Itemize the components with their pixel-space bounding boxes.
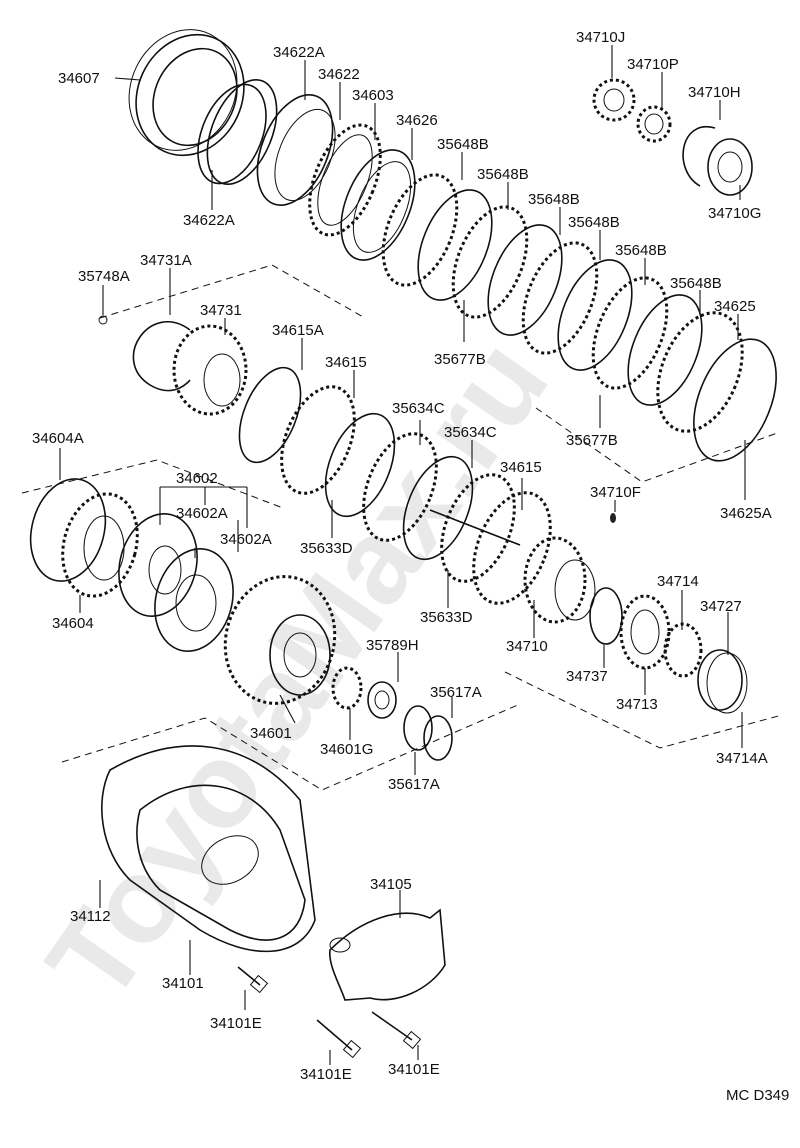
part-35748A-ball	[98, 315, 108, 325]
label-35648B-2: 35648B	[477, 166, 529, 183]
part-34737-washer	[589, 587, 623, 645]
part-35617A-seal-a	[403, 705, 433, 751]
part-34602-drum	[118, 513, 198, 617]
label-35633D-2: 35633D	[420, 609, 473, 626]
label-34710P: 34710P	[627, 56, 679, 73]
label-35648B-1: 35648B	[437, 136, 489, 153]
dashed-group-lines	[21, 264, 783, 791]
label-34622A-top: 34622A	[273, 44, 325, 61]
label-34615A: 34615A	[272, 322, 324, 339]
part-34731A-snap-ring	[132, 321, 191, 392]
label-34731: 34731	[200, 302, 242, 319]
part-34105-extension-housing	[329, 908, 446, 1001]
label-34112: 34112	[70, 908, 111, 925]
label-34101E-1: 34101E	[210, 1015, 262, 1032]
diagram-code: MC D349	[726, 1087, 789, 1104]
part-34101E-bolt-3	[371, 1011, 422, 1050]
part-34601-drum	[223, 575, 337, 705]
part-34601G-bearing	[331, 666, 363, 710]
label-35789H: 35789H	[366, 637, 419, 654]
label-34602A-1: 34602A	[176, 505, 228, 522]
label-35677B-2: 35677B	[566, 432, 618, 449]
clutch-pack-upper	[381, 173, 744, 433]
label-34101E-3: 34101E	[388, 1061, 440, 1078]
label-35617A-2: 35617A	[388, 776, 440, 793]
label-35748A: 35748A	[78, 268, 130, 285]
part-34622-piston	[256, 94, 336, 206]
part-34710-planetary-gear	[429, 509, 596, 624]
part-34710P-washer	[636, 105, 672, 143]
label-34710: 34710	[506, 638, 548, 655]
label-34625: 34625	[714, 298, 756, 315]
label-35648B-4: 35648B	[568, 214, 620, 231]
label-35677B-1: 35677B	[434, 351, 486, 368]
label-34602: 34602	[176, 470, 218, 487]
part-34727-snap-ring	[697, 649, 743, 711]
part-drawings	[29, 29, 777, 1059]
leader-lines	[59, 45, 746, 1065]
label-34601G: 34601G	[320, 741, 373, 758]
label-34737: 34737	[566, 668, 608, 685]
label-34615-lower: 34615	[500, 459, 542, 476]
label-34710J: 34710J	[576, 29, 625, 46]
label-34101E-2: 34101E	[300, 1066, 352, 1083]
label-34604: 34604	[52, 615, 94, 632]
part-34615A-snap-ring	[238, 366, 302, 464]
label-35648B-5: 35648B	[615, 242, 667, 259]
part-34112-gasket	[101, 745, 316, 953]
part-35617A-seal-b	[423, 715, 453, 761]
label-34714A: 34714A	[716, 750, 768, 767]
part-34710F-key	[610, 513, 616, 523]
label-34710G: 34710G	[708, 205, 761, 222]
label-34714: 34714	[657, 573, 699, 590]
part-34604-hub	[61, 492, 139, 598]
part-34625-snap-ring	[693, 338, 777, 462]
part-labels: 34607 34622A 34622 34603 34626 35648B 35…	[32, 29, 789, 1104]
label-34625A: 34625A	[720, 505, 772, 522]
part-35789H-washer	[367, 681, 397, 719]
label-34601: 34601	[250, 725, 292, 742]
label-34622A-bottom: 34622A	[183, 212, 235, 229]
label-34622: 34622	[318, 66, 360, 83]
label-35634C-1: 35634C	[392, 400, 445, 417]
part-34714-bearing	[663, 622, 703, 678]
part-34101E-bolt-1	[237, 966, 269, 994]
part-34602A-ring	[154, 548, 234, 652]
label-35648B-6: 35648B	[670, 275, 722, 292]
part-34713-gear	[619, 594, 671, 670]
label-34105: 34105	[370, 876, 412, 893]
label-34607: 34607	[58, 70, 100, 87]
part-34622A-top	[206, 78, 278, 186]
part-34710G-bearing	[707, 138, 753, 196]
label-35634C-2: 35634C	[444, 424, 497, 441]
label-34626: 34626	[396, 112, 438, 129]
part-34731-one-way-clutch	[172, 324, 248, 416]
label-34603: 34603	[352, 87, 394, 104]
label-34731A: 34731A	[140, 252, 192, 269]
part-34603-return-spring	[308, 123, 382, 237]
label-34710F: 34710F	[590, 484, 641, 501]
label-34602A-2: 34602A	[220, 531, 272, 548]
label-34713: 34713	[616, 696, 658, 713]
label-34101: 34101	[162, 975, 204, 992]
label-35633D-1: 35633D	[300, 540, 353, 557]
label-35648B-3: 35648B	[528, 191, 580, 208]
part-34710H-snap-ring	[682, 125, 716, 187]
part-34101E-bolt-2	[316, 1019, 362, 1059]
part-34101-case	[136, 784, 306, 941]
part-34604A-snap-ring	[29, 478, 107, 582]
part-34710J-nut	[592, 78, 636, 122]
part-34607-drum	[128, 29, 245, 157]
clutch-pack-lower	[324, 412, 552, 605]
label-34710H: 34710H	[688, 84, 741, 101]
label-35617A-1: 35617A	[430, 684, 482, 701]
label-34615-upper: 34615	[325, 354, 367, 371]
part-34626-plate	[340, 149, 416, 261]
label-34604A: 34604A	[32, 430, 84, 447]
label-34727: 34727	[700, 598, 742, 615]
